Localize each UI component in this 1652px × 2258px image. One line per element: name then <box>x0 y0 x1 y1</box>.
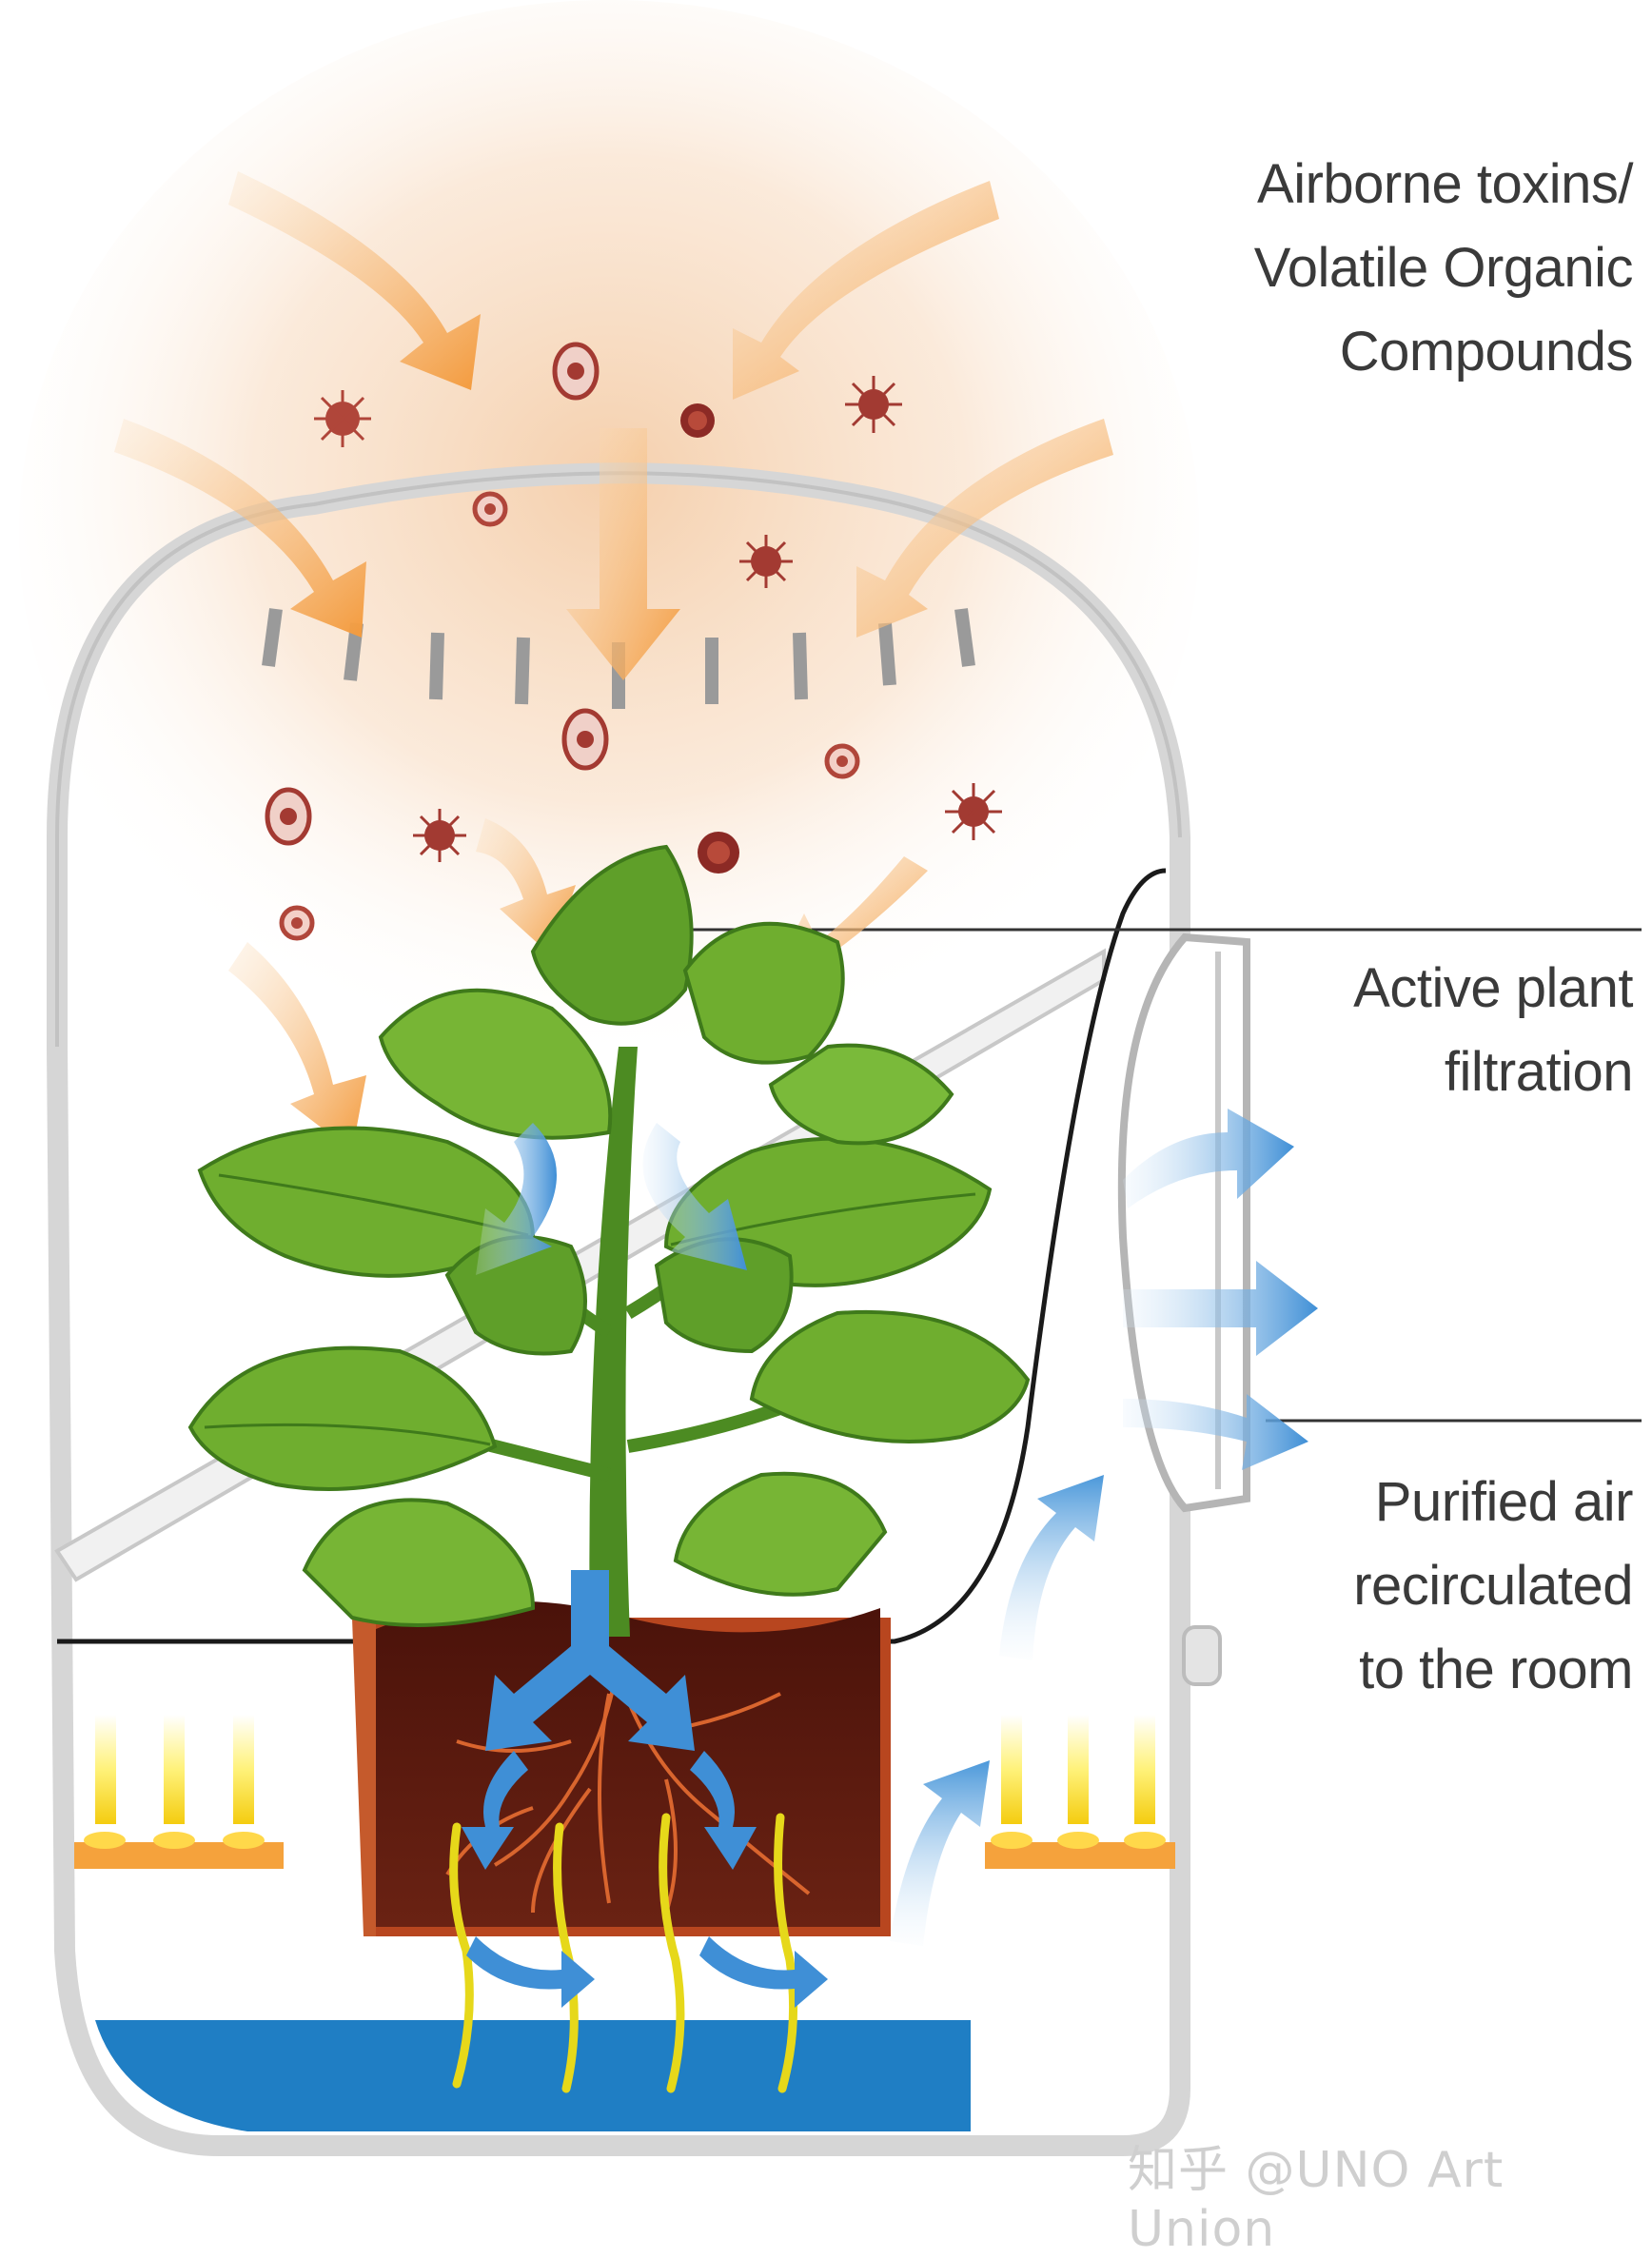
watermark: 知乎 @UNO Art Union <box>1128 2142 1504 2258</box>
leaf-icon <box>302 1498 536 1627</box>
leaf-icon <box>378 988 613 1140</box>
toxin-particles <box>265 342 1002 941</box>
leaf-icon <box>187 1345 498 1491</box>
plant-chamber-outline <box>57 868 1167 1644</box>
label-line: Purified air <box>1374 1471 1634 1533</box>
label-line: recirculated <box>1353 1555 1633 1617</box>
toxin-particle-icon <box>413 809 466 862</box>
blue-arrow-icon <box>485 1570 695 1751</box>
exhaust-knob <box>1182 1625 1222 1686</box>
blue-arrow-icon <box>1123 1109 1294 1208</box>
orange-arrow-icon <box>228 942 366 1151</box>
label-line: Active plant <box>1353 957 1633 1019</box>
toxin-particle-icon <box>845 376 902 433</box>
plant-foliage <box>187 844 1031 1637</box>
leaf-icon <box>749 1309 1031 1443</box>
blue-arrow-icon <box>699 1936 828 2008</box>
top-vent <box>262 608 975 709</box>
purified-arrows <box>462 1109 1318 2008</box>
purifier-shell-inner <box>55 471 1182 1047</box>
toxin-particle-icon <box>265 787 312 846</box>
blue-arrow-icon <box>476 1123 557 1275</box>
blue-arrow-icon <box>1123 1261 1318 1356</box>
orange-arrow-icon <box>114 419 366 638</box>
toxin-particle-icon <box>314 390 371 447</box>
orange-arrow-icon <box>733 181 999 400</box>
blue-arrow-icon <box>1123 1394 1308 1470</box>
toxin-particle-icon <box>824 743 860 779</box>
air-purifier-diagram <box>19 0 1642 2156</box>
toxin-particle-icon <box>945 783 1002 840</box>
blue-arrow-icon <box>462 1751 528 1870</box>
orange-arrow-icon <box>566 428 680 680</box>
leaf-icon <box>673 1471 888 1597</box>
leaf-icon <box>682 921 845 1065</box>
label-line: filtration <box>1444 1041 1634 1103</box>
toxin-particle-icon <box>279 905 315 941</box>
toxin-particle-icon <box>739 535 793 588</box>
blue-arrow-icon <box>999 1475 1104 1660</box>
plant-pot <box>352 1600 891 1936</box>
label-line: to the room <box>1359 1639 1633 1700</box>
orange-arrow-icon <box>856 419 1113 638</box>
blue-arrow-icon <box>690 1751 757 1870</box>
toxin-particle-icon <box>680 403 715 438</box>
toxin-particle-icon <box>698 832 739 874</box>
label-active-plant-filtration: Active plant filtration <box>1353 947 1633 1114</box>
blue-arrow-icon <box>466 1936 595 2008</box>
blue-arrow-icon <box>642 1123 747 1270</box>
leaf-icon <box>768 1043 954 1146</box>
water-reservoir <box>95 2020 971 2131</box>
toxin-particle-icon <box>472 491 508 527</box>
inflow-arrows <box>114 171 1113 1151</box>
label-line: Compounds <box>1339 321 1634 383</box>
label-line: Airborne toxins/ <box>1257 153 1633 215</box>
label-airborne-toxins: Airborne toxins/ Volatile Organic Compou… <box>1253 143 1634 394</box>
toxin-particle-icon <box>561 708 609 771</box>
toxin-particle-icon <box>552 342 600 401</box>
label-line: Volatile Organic <box>1253 237 1634 299</box>
grow-light-right <box>985 1715 1175 1869</box>
orange-arrow-icon <box>228 171 481 390</box>
blue-arrow-icon <box>890 1760 990 1946</box>
label-purified-air: Purified air recirculated to the room <box>1353 1461 1633 1712</box>
grow-light-left <box>74 1715 284 1869</box>
